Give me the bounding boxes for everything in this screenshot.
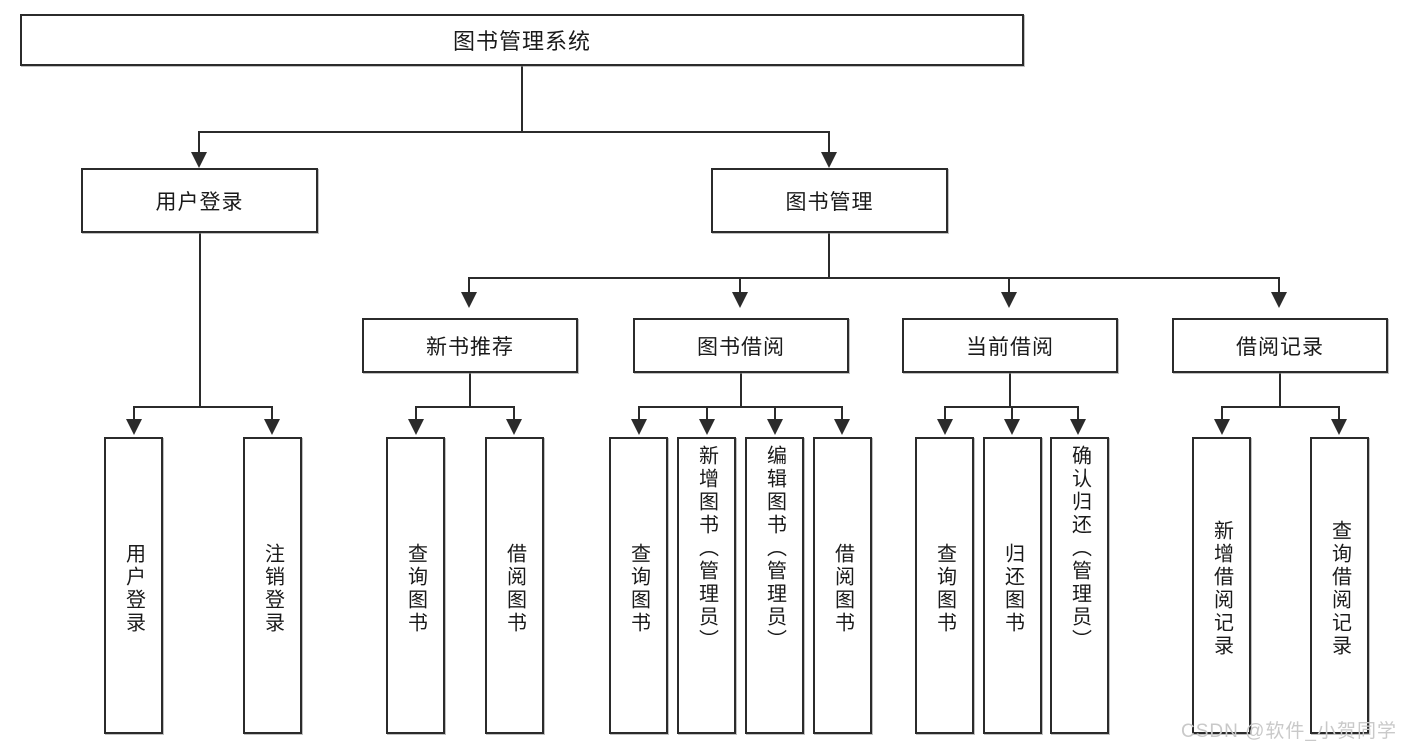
node-current-borrow-label: 当前借阅 — [966, 335, 1054, 359]
connector-bookmanage-stem — [828, 233, 830, 278]
leaf-edit-book[interactable]: 编辑图书（管理员） — [745, 437, 804, 734]
arrow-to-book-manage — [821, 152, 837, 168]
arrow-to-leaf-add-record — [1214, 419, 1230, 435]
leaf-add-record[interactable]: 新增借阅记录 — [1192, 437, 1251, 734]
leaf-confirm-return[interactable]: 确认归还（管理员） — [1050, 437, 1109, 734]
connector-level3-drop-3 — [1008, 277, 1010, 293]
connector-root-drop-left — [198, 131, 200, 153]
arrow-to-new-book-rec — [461, 292, 477, 308]
connector-currentborrow-drop-1 — [944, 406, 946, 420]
node-book-borrow-label: 图书借阅 — [697, 335, 785, 359]
connector-newbook-bus — [415, 406, 515, 408]
leaf-logout-label: 注销登录 — [261, 542, 284, 635]
connector-borrowrecord-stem — [1279, 373, 1281, 407]
connector-borrowrecord-bus — [1221, 406, 1339, 408]
leaf-query-book-3[interactable]: 查询图书 — [915, 437, 974, 734]
connector-currentborrow-drop-3 — [1077, 406, 1079, 420]
node-new-book-rec-label: 新书推荐 — [426, 335, 514, 359]
leaf-edit-book-label: 编辑图书（管理员） — [763, 445, 786, 652]
connector-newbook-stem — [469, 373, 471, 407]
leaf-query-record[interactable]: 查询借阅记录 — [1310, 437, 1369, 734]
node-book-manage-label: 图书管理 — [785, 190, 874, 214]
node-root-label: 图书管理系统 — [452, 29, 591, 54]
connector-bookborrow-drop-3 — [774, 406, 776, 420]
leaf-confirm-return-label: 确认归还（管理员） — [1068, 445, 1091, 652]
node-root[interactable]: 图书管理系统 — [20, 14, 1024, 66]
leaf-query-book-3-label: 查询图书 — [933, 542, 956, 635]
arrow-to-leaf-query-book-1 — [408, 419, 424, 435]
node-current-borrow[interactable]: 当前借阅 — [902, 318, 1118, 373]
leaf-return-book-label: 归还图书 — [1001, 542, 1024, 635]
connector-userlogin-drop-2 — [271, 406, 273, 420]
leaf-query-record-label: 查询借阅记录 — [1328, 519, 1351, 658]
node-borrow-record[interactable]: 借阅记录 — [1172, 318, 1388, 373]
leaf-user-login-label: 用户登录 — [122, 542, 145, 635]
connector-bookborrow-drop-2 — [706, 406, 708, 420]
node-user-login-label: 用户登录 — [155, 190, 244, 214]
leaf-logout[interactable]: 注销登录 — [243, 437, 302, 734]
connector-newbook-drop-2 — [513, 406, 515, 420]
arrow-to-leaf-add-book — [699, 419, 715, 435]
leaf-user-login[interactable]: 用户登录 — [104, 437, 163, 734]
node-new-book-rec[interactable]: 新书推荐 — [362, 318, 578, 373]
arrow-to-user-login — [191, 152, 207, 168]
arrow-to-leaf-query-record — [1331, 419, 1347, 435]
arrow-to-leaf-confirm-return — [1070, 419, 1086, 435]
connector-root-stem — [521, 66, 523, 132]
connector-root-drop-right — [828, 131, 830, 153]
leaf-query-book-2-label: 查询图书 — [627, 542, 650, 635]
connector-level3-bus — [468, 277, 1280, 279]
csdn-watermark: CSDN @软件_小贺同学 — [1181, 721, 1397, 742]
connector-bookborrow-bus — [638, 406, 843, 408]
node-book-borrow[interactable]: 图书借阅 — [633, 318, 849, 373]
leaf-add-record-label: 新增借阅记录 — [1210, 519, 1233, 658]
connector-userlogin-stem — [199, 233, 201, 407]
node-book-manage[interactable]: 图书管理 — [711, 168, 948, 233]
arrow-to-leaf-logout — [264, 419, 280, 435]
leaf-query-book-2[interactable]: 查询图书 — [609, 437, 668, 734]
leaf-add-book-label: 新增图书（管理员） — [695, 445, 718, 652]
connector-level3-drop-1 — [468, 277, 470, 293]
arrow-to-borrow-record — [1271, 292, 1287, 308]
connector-bookborrow-stem — [740, 373, 742, 407]
node-user-login[interactable]: 用户登录 — [81, 168, 318, 233]
arrow-to-leaf-query-book-2 — [631, 419, 647, 435]
leaf-query-book-1-label: 查询图书 — [404, 542, 427, 635]
connector-userlogin-bus — [133, 406, 273, 408]
arrow-to-leaf-query-book-3 — [937, 419, 953, 435]
leaf-return-book[interactable]: 归还图书 — [983, 437, 1042, 734]
arrow-to-leaf-borrow-book-2 — [834, 419, 850, 435]
connector-bookborrow-drop-1 — [638, 406, 640, 420]
leaf-borrow-book-1-label: 借阅图书 — [503, 542, 526, 635]
arrow-to-leaf-edit-book — [767, 419, 783, 435]
connector-root-bus — [198, 131, 830, 133]
arrow-to-book-borrow — [732, 292, 748, 308]
connector-userlogin-drop-1 — [133, 406, 135, 420]
connector-currentborrow-stem — [1009, 373, 1011, 407]
arrow-to-leaf-return-book — [1004, 419, 1020, 435]
leaf-borrow-book-1[interactable]: 借阅图书 — [485, 437, 544, 734]
leaf-query-book-1[interactable]: 查询图书 — [386, 437, 445, 734]
connector-level3-drop-2 — [739, 277, 741, 293]
node-borrow-record-label: 借阅记录 — [1236, 335, 1324, 359]
arrow-to-leaf-borrow-book-1 — [506, 419, 522, 435]
connector-currentborrow-drop-2 — [1011, 406, 1013, 420]
leaf-borrow-book-2[interactable]: 借阅图书 — [813, 437, 872, 734]
arrow-to-current-borrow — [1001, 292, 1017, 308]
connector-newbook-drop-1 — [415, 406, 417, 420]
connector-level3-drop-4 — [1278, 277, 1280, 293]
arrow-to-leaf-user-login — [126, 419, 142, 435]
connector-borrowrecord-drop-2 — [1338, 406, 1340, 420]
leaf-borrow-book-2-label: 借阅图书 — [831, 542, 854, 635]
leaf-add-book[interactable]: 新增图书（管理员） — [677, 437, 736, 734]
connector-borrowrecord-drop-1 — [1221, 406, 1223, 420]
connector-bookborrow-drop-4 — [841, 406, 843, 420]
